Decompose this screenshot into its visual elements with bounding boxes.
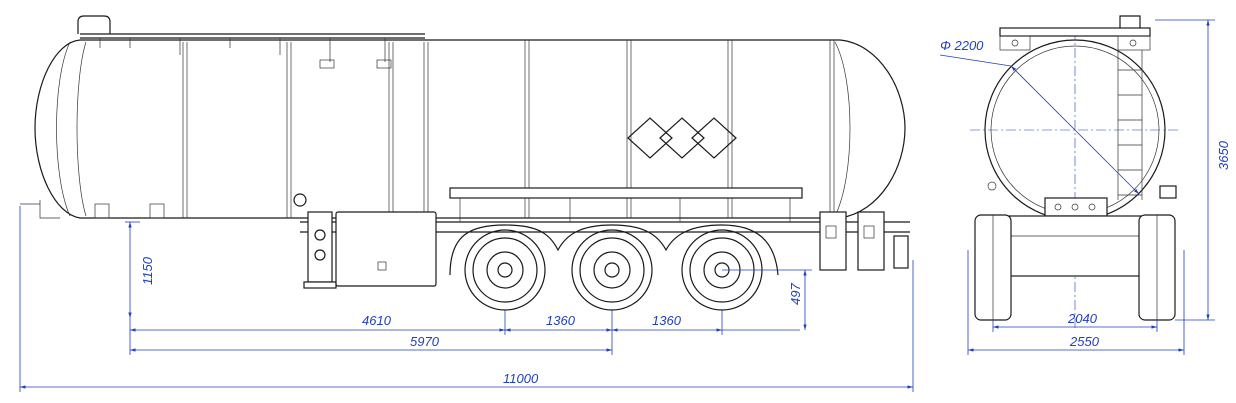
dim-1360-b: 1360 — [652, 313, 682, 328]
dim-497: 497 — [788, 283, 803, 305]
dim-1360-a: 1360 — [546, 313, 576, 328]
top-walkway — [77, 15, 425, 69]
dim-2550: 2550 — [1069, 334, 1100, 349]
rear-dimensions — [939, 19, 1215, 355]
rear-assembly — [819, 211, 909, 271]
side-view: 1150 497 4610 1360 1360 5970 11000 — [19, 15, 914, 392]
ladder — [1117, 50, 1143, 200]
rear-view: Φ 2200 3650 2040 2550 — [939, 15, 1231, 355]
fenders — [449, 224, 779, 276]
dim-4610: 4610 — [362, 313, 392, 328]
dim-diameter: Φ 2200 — [940, 38, 984, 53]
dim-11000: 11000 — [503, 371, 539, 386]
wheel-1 — [464, 229, 546, 311]
dim-5970: 5970 — [410, 334, 440, 349]
dim-1150: 1150 — [140, 256, 155, 285]
dim-3650: 3650 — [1216, 140, 1231, 170]
wheel-2 — [571, 229, 653, 311]
side-dimensions — [19, 206, 914, 392]
hazard-placards — [627, 117, 737, 159]
toolbox — [335, 211, 437, 287]
dim-2040: 2040 — [1067, 311, 1098, 326]
landing-gear — [293, 193, 337, 289]
